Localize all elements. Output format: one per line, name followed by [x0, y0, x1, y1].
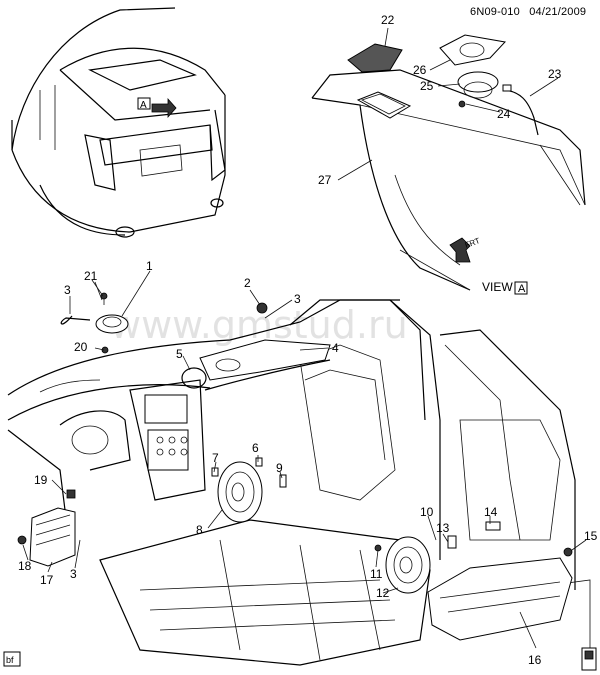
callout-3-dash: 3	[64, 283, 71, 297]
callout-23: 23	[548, 67, 562, 81]
subwoofer-enclosure	[427, 557, 573, 641]
callout-12: 12	[376, 586, 390, 600]
diagram-code: 6N09-010 04/21/2009	[470, 6, 586, 18]
callout-10: 10	[420, 505, 434, 519]
diagram-code-text: 6N09-010	[470, 6, 520, 18]
interior-cutaway	[7, 299, 591, 666]
callout-5: 5	[176, 347, 183, 361]
view-label-letter: A	[518, 283, 526, 295]
callout-8: 8	[196, 523, 203, 537]
rear-trim-panel-detail	[311, 69, 586, 291]
speaker-bracket	[439, 34, 506, 66]
leader-lines	[22, 27, 587, 649]
callout-21: 21	[84, 269, 98, 283]
amplifier	[29, 507, 76, 567]
callout-11: 11	[370, 567, 383, 581]
view-label: VIEW	[482, 280, 513, 294]
vehicle-rear-view	[11, 7, 226, 238]
callout-18: 18	[18, 559, 32, 573]
callout-24: 24	[497, 107, 511, 121]
callout-6: 6	[252, 441, 259, 455]
rear-door-speaker	[385, 536, 431, 594]
front-label: FRT	[464, 236, 482, 250]
callout-3-amp: 3	[70, 567, 77, 581]
callout-15: 15	[584, 529, 598, 543]
callout-22: 22	[381, 13, 395, 27]
corner-tag: bf	[6, 655, 14, 665]
view-a-marker-letter: A	[140, 100, 147, 111]
callout-26: 26	[413, 63, 427, 77]
callout-2: 2	[244, 276, 251, 290]
callout-4: 4	[332, 341, 339, 355]
callout-9: 9	[276, 461, 283, 475]
callout-3-bracket: 3	[294, 292, 301, 306]
callout-25: 25	[420, 79, 434, 93]
diagram-date: 04/21/2009	[529, 6, 587, 18]
dash-speaker	[95, 314, 129, 334]
corner-tag-box	[3, 651, 21, 667]
view-a-marker-box	[137, 97, 151, 110]
callout-14: 14	[484, 505, 498, 519]
callout-1: 1	[146, 259, 153, 273]
callout-13: 13	[436, 521, 450, 535]
view-a-arrow-icon	[151, 97, 177, 119]
front-door-speaker	[217, 461, 263, 523]
dash-panel	[199, 339, 331, 381]
callout-19: 19	[34, 473, 48, 487]
speaker-grille	[347, 43, 403, 73]
callout-20: 20	[74, 340, 88, 354]
callout-16: 16	[528, 653, 542, 667]
callout-17: 17	[40, 573, 54, 587]
callout-labels: 1 2 3 3 3 4 5 6 7 8 9 10 11 12 13 14 15 …	[18, 13, 598, 667]
callout-27: 27	[318, 173, 332, 187]
callout-7: 7	[212, 451, 219, 465]
trim-ring	[181, 367, 207, 389]
front-arrow-icon	[449, 237, 471, 263]
